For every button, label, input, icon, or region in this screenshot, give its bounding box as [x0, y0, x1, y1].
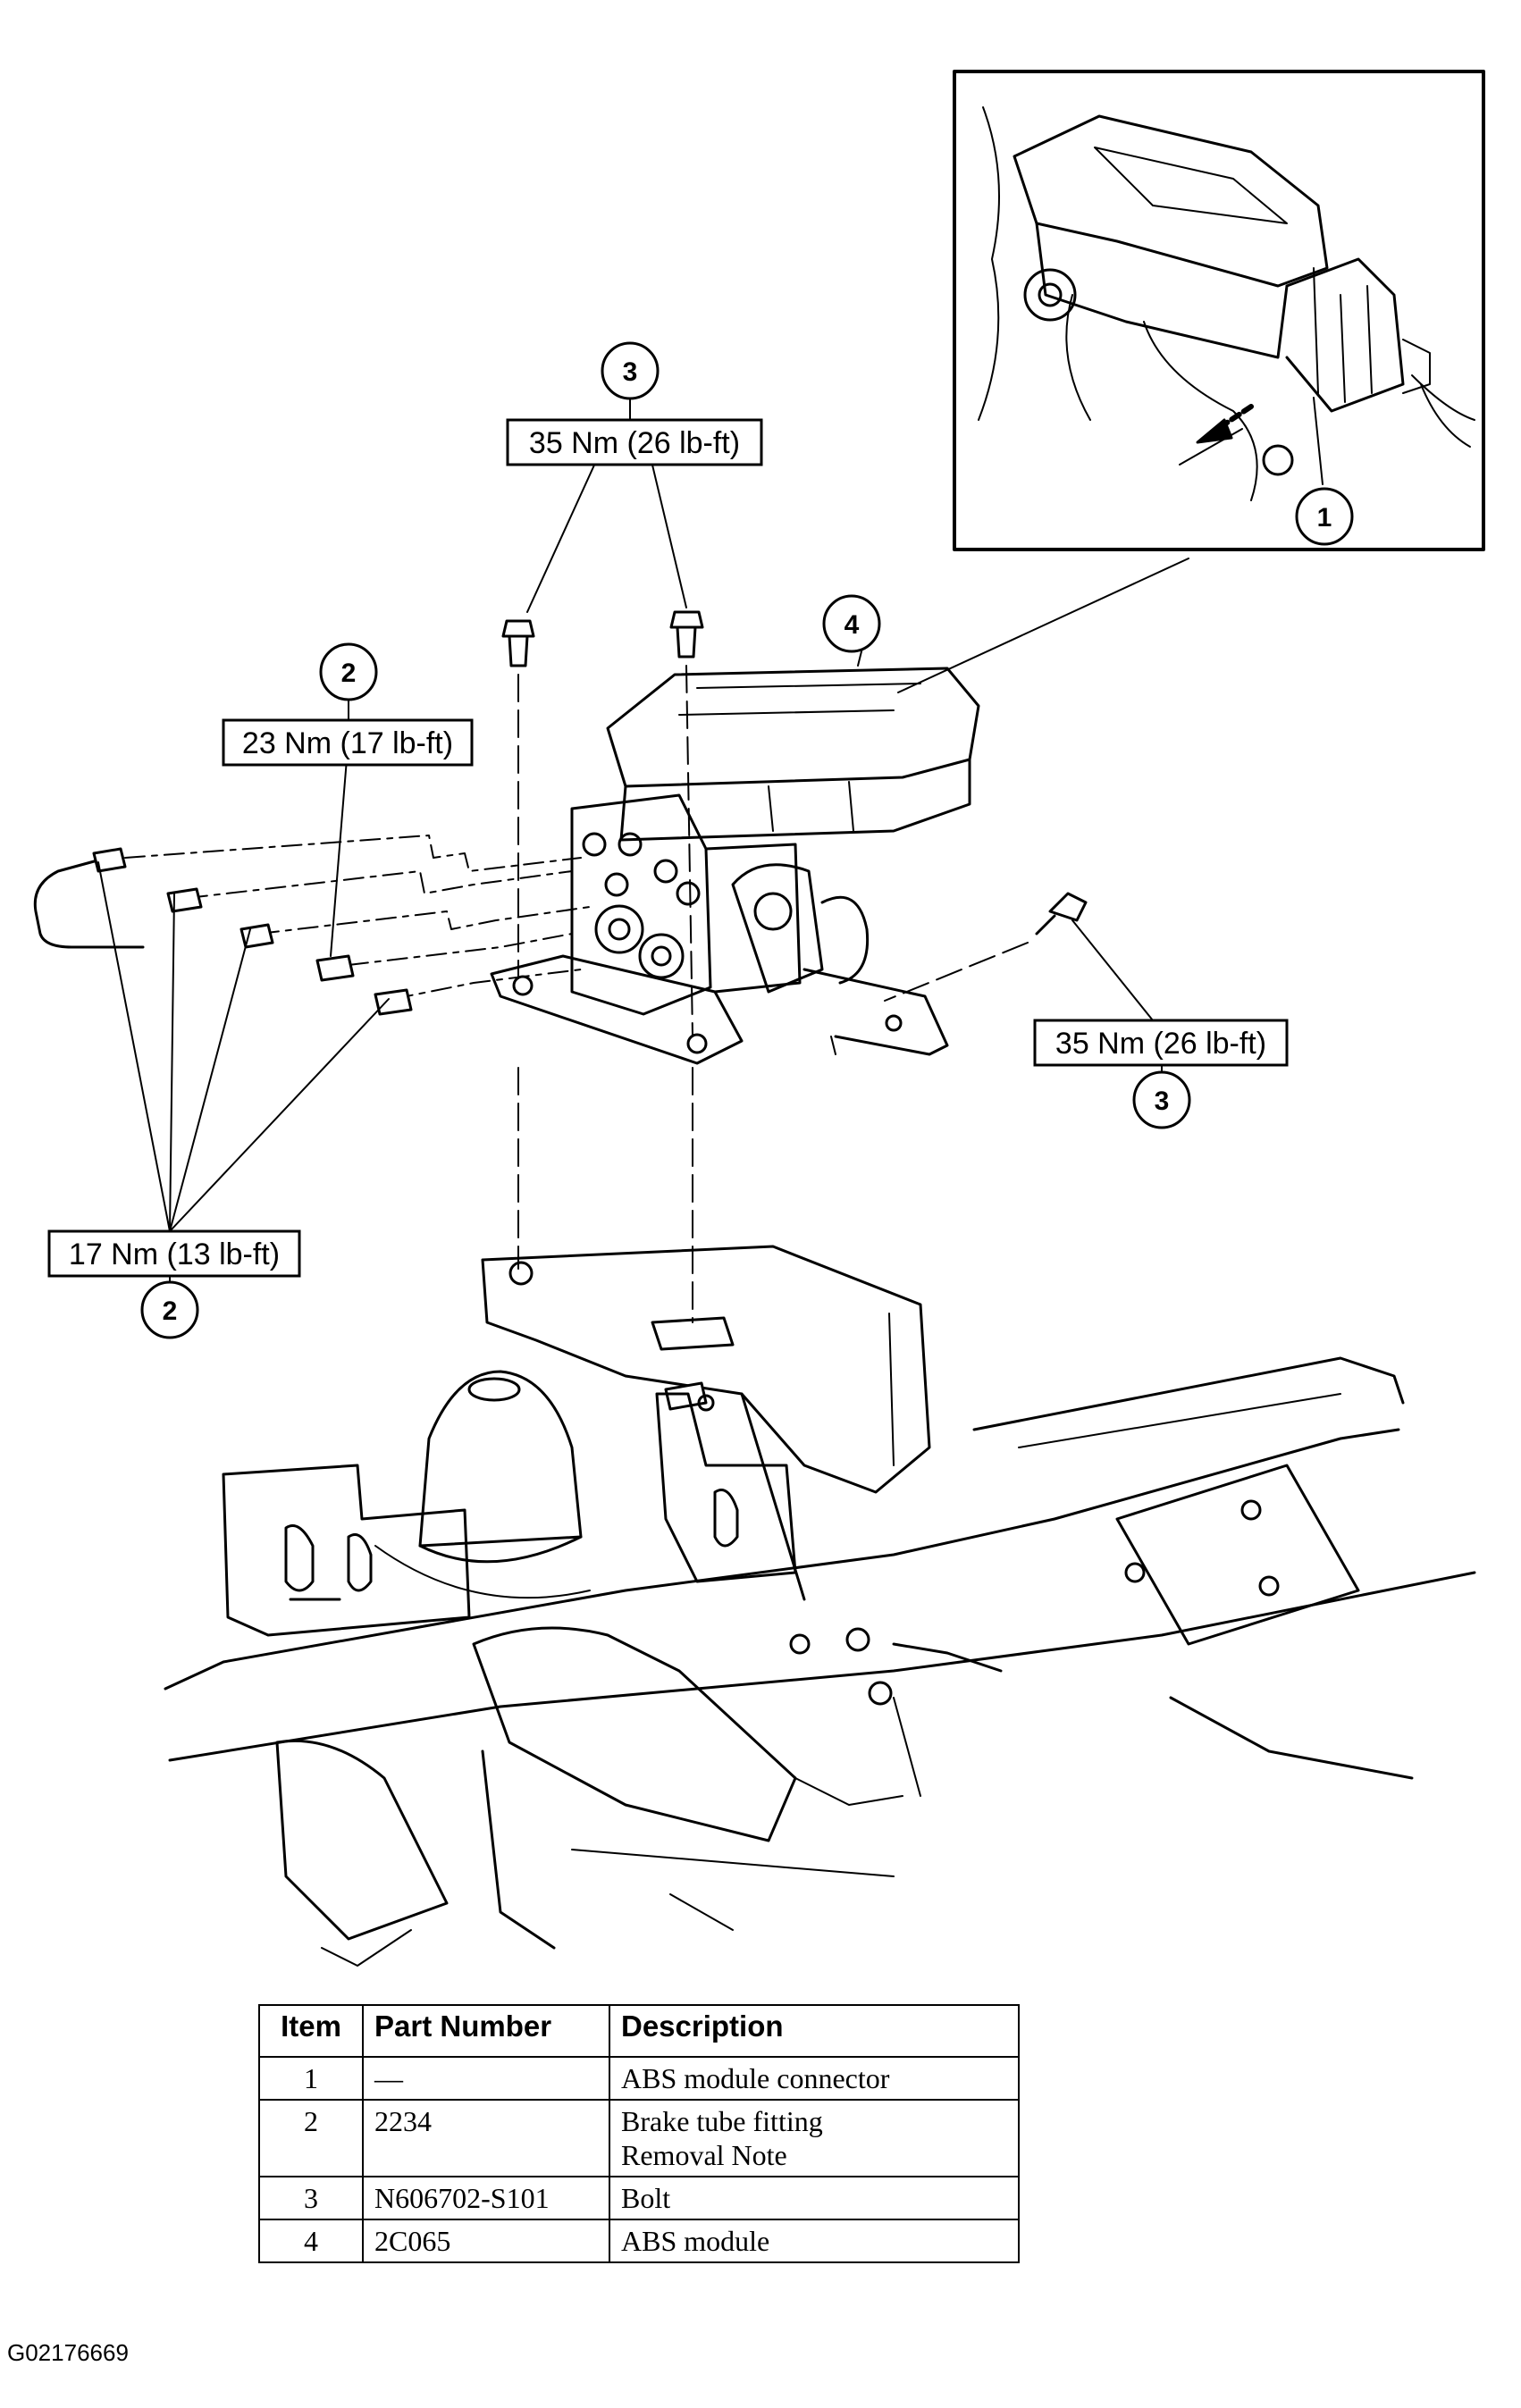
brake-tubes	[33, 835, 591, 1016]
svg-text:23 Nm (17 lb-ft): 23 Nm (17 lb-ft)	[242, 726, 453, 760]
table-row: 2 2234 Brake tube fitting Removal Note	[258, 2099, 1020, 2177]
parts-table: Item Part Number Description 1 — ABS mod…	[258, 2004, 1020, 2263]
callout-item-3-top: 3	[601, 341, 660, 400]
torque-label-lower-fittings: 17 Nm (13 lb-ft)	[47, 1229, 301, 1278]
cell-description: Brake tube fitting Removal Note	[609, 2099, 1020, 2177]
cell-part-number: 2234	[362, 2099, 610, 2177]
cell-part-number: 2C065	[362, 2219, 610, 2263]
svg-text:3: 3	[1155, 1087, 1170, 1116]
table-row: 3 N606702-S101 Bolt	[258, 2176, 1020, 2220]
svg-text:3: 3	[623, 357, 638, 387]
torque-label-side-bolt: 35 Nm (26 lb-ft)	[1033, 1019, 1289, 1067]
torque-label-upper-fitting: 23 Nm (17 lb-ft)	[222, 718, 474, 767]
inset-detail-view	[897, 70, 1485, 693]
svg-text:2: 2	[163, 1296, 178, 1326]
abs-module	[490, 647, 980, 1065]
figure-code: G02176669	[7, 2339, 129, 2366]
cell-part-number: N606702-S101	[362, 2176, 610, 2220]
cell-description: ABS module	[609, 2219, 1020, 2263]
cell-item: 4	[258, 2219, 364, 2263]
cell-item: 1	[258, 2056, 364, 2101]
svg-text:17 Nm (13 lb-ft): 17 Nm (13 lb-ft)	[69, 1238, 280, 1271]
cell-item: 3	[258, 2176, 364, 2220]
callout-item-3-side: 3	[1132, 1070, 1191, 1129]
svg-text:35 Nm (26 lb-ft): 35 Nm (26 lb-ft)	[529, 426, 740, 460]
callout-item-4: 4	[822, 594, 881, 653]
svg-text:35 Nm (26 lb-ft): 35 Nm (26 lb-ft)	[1055, 1027, 1266, 1061]
svg-text:4: 4	[845, 610, 860, 640]
table-row: 1 — ABS module connector	[258, 2056, 1020, 2101]
callout-item-2-lower: 2	[140, 1280, 199, 1339]
cell-item: 2	[258, 2099, 364, 2177]
torque-label-top-bolts: 35 Nm (26 lb-ft)	[506, 418, 763, 466]
header-description: Description	[609, 2004, 1020, 2058]
callout-item-1: 1	[1295, 487, 1354, 546]
svg-text:1: 1	[1317, 503, 1332, 533]
cell-description: ABS module connector	[609, 2056, 1020, 2101]
leader-lines	[97, 397, 1324, 1232]
callout-item-2-upper: 2	[319, 642, 378, 701]
header-part-number: Part Number	[362, 2004, 610, 2058]
table-header-row: Item Part Number Description	[258, 2004, 1020, 2058]
bolts	[501, 610, 1088, 1323]
cell-description: Bolt	[609, 2176, 1020, 2220]
svg-text:2: 2	[341, 659, 357, 688]
header-item: Item	[258, 2004, 364, 2058]
table-row: 4 2C065 ABS module	[258, 2219, 1020, 2263]
vehicle-frame	[164, 1245, 1476, 1967]
cell-part-number: —	[362, 2056, 610, 2101]
